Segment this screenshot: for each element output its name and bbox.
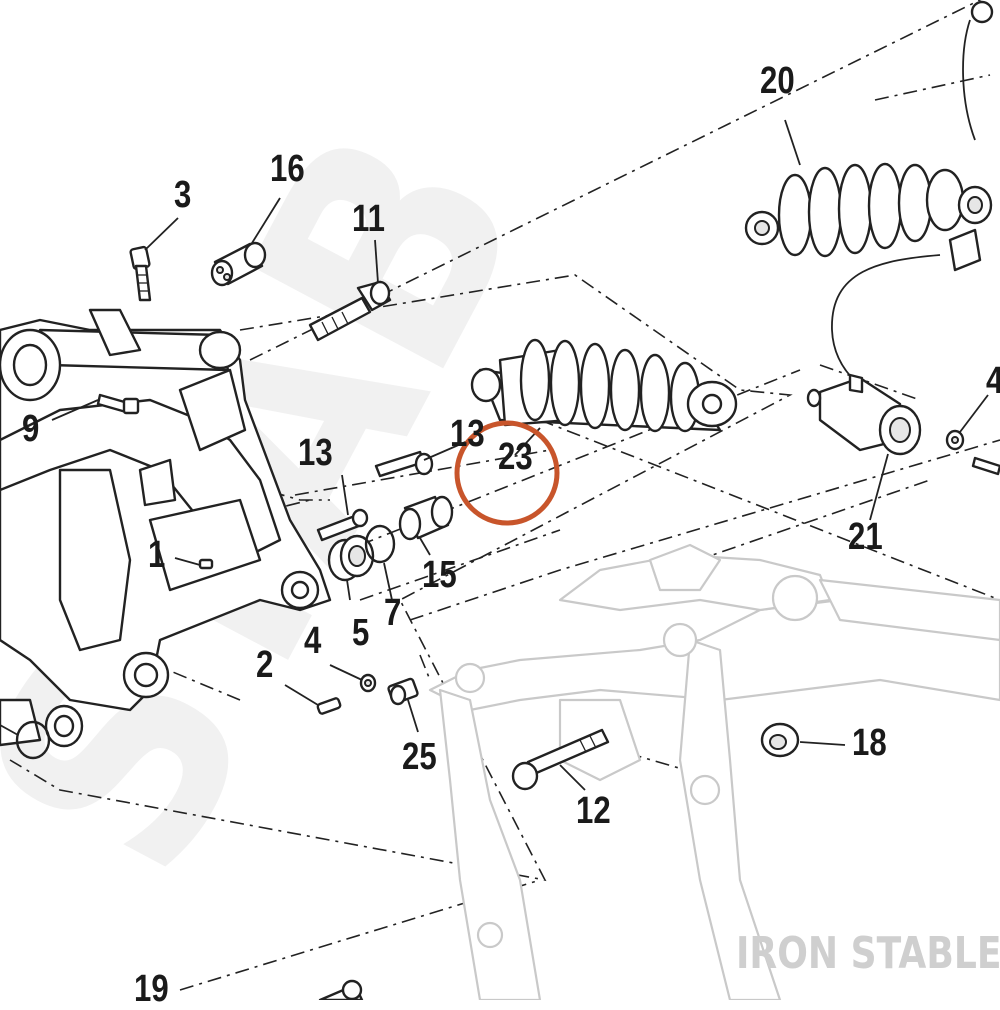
part-1-screw	[198, 558, 214, 570]
callout-16: 16	[270, 148, 305, 190]
part-13-bolts	[316, 450, 434, 542]
part-11-bolt	[308, 280, 392, 342]
part-4-washer	[359, 429, 965, 693]
swingarm-assembly	[0, 308, 332, 760]
part-4-right-bolt	[971, 456, 1000, 476]
callout-9: 9	[22, 408, 40, 450]
callout-15: 15	[422, 554, 457, 596]
part-2-screw	[316, 697, 342, 715]
callout-4-left: 4	[304, 620, 322, 662]
frame-ghost	[428, 543, 1000, 1000]
callout-21: 21	[848, 516, 883, 558]
callout-11: 11	[352, 198, 385, 240]
callout-23: 23	[498, 436, 533, 478]
coil-shock-absorber	[470, 338, 738, 433]
part-25-bolt	[387, 677, 419, 706]
callout-5: 5	[352, 612, 370, 654]
highlight-circle	[454, 420, 560, 526]
preload-adjuster	[806, 373, 922, 456]
callout-25: 25	[402, 736, 437, 778]
callout-12: 12	[576, 790, 611, 832]
part-19-bolt	[318, 979, 364, 1000]
callout-20: 20	[760, 60, 795, 102]
callout-4-right: 4	[986, 362, 1000, 400]
part-16-spacer	[210, 241, 267, 287]
callout-7: 7	[384, 592, 402, 634]
part-3-screw	[129, 245, 152, 302]
callout-19: 19	[134, 968, 169, 1010]
callout-13-left: 13	[298, 432, 333, 474]
part-15-spacer	[398, 495, 454, 541]
part-9-bolt	[96, 393, 140, 415]
callout-3: 3	[174, 174, 192, 216]
callout-13-right: 13	[450, 413, 485, 455]
callout-18: 18	[852, 722, 887, 764]
callout-2: 2	[256, 644, 274, 686]
part-7-ring	[364, 524, 396, 564]
callout-1: 1	[148, 534, 166, 576]
brand-watermark: IRON STABLE	[736, 928, 1000, 979]
callout-leaders	[0, 119, 989, 791]
part-18-bushing	[760, 722, 800, 758]
part-12-bolt	[511, 728, 610, 791]
air-shock-absorber	[744, 0, 994, 411]
